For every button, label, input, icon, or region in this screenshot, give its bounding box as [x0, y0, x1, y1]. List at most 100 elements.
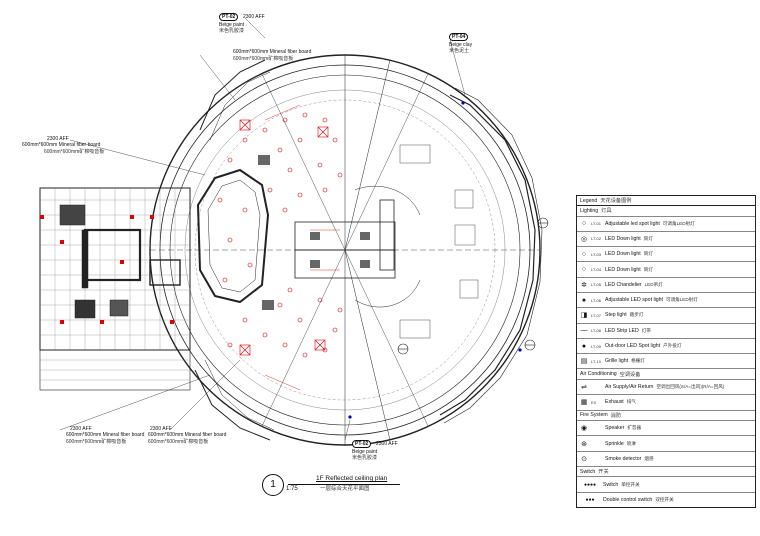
legend-item-code: LT-10: [591, 358, 601, 364]
circle-bold-icon: ◎: [580, 235, 588, 243]
top-height-label: 2300 AFF: [243, 14, 265, 20]
smoke-detector-icon: ⊙: [581, 455, 587, 463]
legend-item-label-en: Adjustable led spot light: [605, 220, 660, 227]
legend-item-label-cn: 扩音器: [627, 425, 642, 431]
legend-item-label-en: LED Chandelier: [605, 281, 642, 288]
bottom-height-label: 2300 AFF: [376, 441, 398, 447]
legend-section-label: Air Conditioning: [580, 371, 617, 378]
legend-item-code: LT-04: [591, 267, 601, 273]
legend-item-code: LT-01: [591, 221, 601, 227]
right-desc-cn: 米色泥土: [449, 48, 470, 54]
reflected-ceiling-plan: [39, 17, 549, 446]
title-underline: [288, 484, 400, 485]
legend-item-code: LT-06: [591, 297, 601, 303]
legend-item-code: LT-08: [591, 328, 601, 334]
plan-scale: 1:75: [286, 486, 298, 492]
sprinkler-icon: ⊛: [581, 440, 587, 448]
board-bl1-label-cn: 600mm*600mm矿棉吸音板: [66, 439, 127, 445]
legend-item-label-cn: 筒灯: [643, 251, 653, 257]
circle-icon: ○: [581, 250, 587, 258]
speaker-icon: ◉: [580, 425, 588, 433]
legend-item-code: LT-07: [591, 312, 601, 318]
legend-item-label-en: LED Down light: [605, 251, 641, 258]
legend-item-label-en: Step light: [605, 312, 627, 319]
legend-item-label-cn: 户外投灯: [663, 343, 682, 349]
chandelier-icon: ✲: [581, 281, 587, 289]
legend-section-label-cn: 消防: [610, 412, 622, 419]
legend-item-code: LT-09: [591, 343, 601, 349]
legend-item-label-cn: 筒灯: [643, 266, 653, 272]
board-left-label-en: 600mm*600mm Mineral fiber board: [22, 142, 101, 148]
switch-icon: ●●●●: [583, 481, 597, 488]
legend-item-label-en: Exhaust: [605, 399, 624, 406]
legend-section-label: Fire System: [580, 412, 608, 419]
top-desc-cn: 米色乳胶漆: [219, 28, 245, 34]
circle-icon: ○: [581, 220, 587, 228]
legend-item-label-cn: 灯带: [641, 327, 651, 333]
bottom-desc-cn: 米色乳胶漆: [352, 455, 378, 461]
legend-item-label-cn: 可调角LED射灯: [662, 220, 695, 226]
board-top-label-en: 600mm*600mm Mineral fiber board: [233, 49, 312, 55]
legend-item-label-en: Air Supply/Air Return: [605, 384, 654, 391]
legend-item-label-cn: 踏步灯: [629, 312, 644, 318]
legend-title: Legend 天花设备图例: [577, 196, 755, 206]
board-top-label-cn: 600mm*600mm矿棉吸音板: [233, 56, 294, 62]
legend-item-label-cn: LED吊灯: [644, 281, 663, 287]
legend-item-label-en: Sprinkle: [605, 440, 624, 447]
legend-title-en: Legend: [580, 197, 598, 204]
legend-item-code: LT-03: [591, 251, 601, 257]
legend-item-label-cn: 空调出回风(S/A=出风)(R/A=回风): [656, 384, 725, 390]
legend-item-label-cn: 喷淋: [626, 440, 636, 446]
right-desc-en: Beige clay: [449, 42, 473, 48]
board-bl1-label-en: 600mm*600mm Mineral fiber board: [66, 432, 145, 438]
board-left-label-cn: 600mm*600mm矿棉吸音板: [44, 149, 105, 155]
bottom-desc-en: Beige paint: [352, 449, 378, 455]
legend-item-label-en: LED Down light: [605, 235, 641, 242]
right-material-tag: PT-04: [449, 33, 469, 41]
plan-number-circle: 1: [262, 474, 284, 496]
legend-item-label-en: Switch: [603, 481, 619, 488]
legend-item-label-en: LED Strip LED: [605, 327, 639, 334]
led-strip-icon: —: [580, 327, 588, 335]
plan-title-en: 1F Reflected ceiling plan: [316, 475, 388, 482]
air-supply-icon: ⇌: [581, 384, 587, 392]
board-left-height: 2300 AFF: [47, 136, 69, 142]
legend-title-cn: 天花设备图例: [600, 198, 632, 204]
double-switch-icon: ●●●: [585, 496, 595, 503]
legend-item-label-cn: 双控开关: [655, 496, 674, 502]
legend-item-label-en: Smoke detector: [605, 455, 642, 462]
legend-item-label-en: Double control switch: [603, 496, 653, 503]
board-bl2-label-cn: 600mm*600mm矿棉吸音板: [148, 439, 209, 445]
spot-light-icon: ♠: [582, 296, 586, 304]
plan-number: 1: [270, 479, 276, 490]
legend-item-code: LT-05: [591, 282, 601, 288]
outdoor-light-icon: ●: [581, 342, 587, 350]
